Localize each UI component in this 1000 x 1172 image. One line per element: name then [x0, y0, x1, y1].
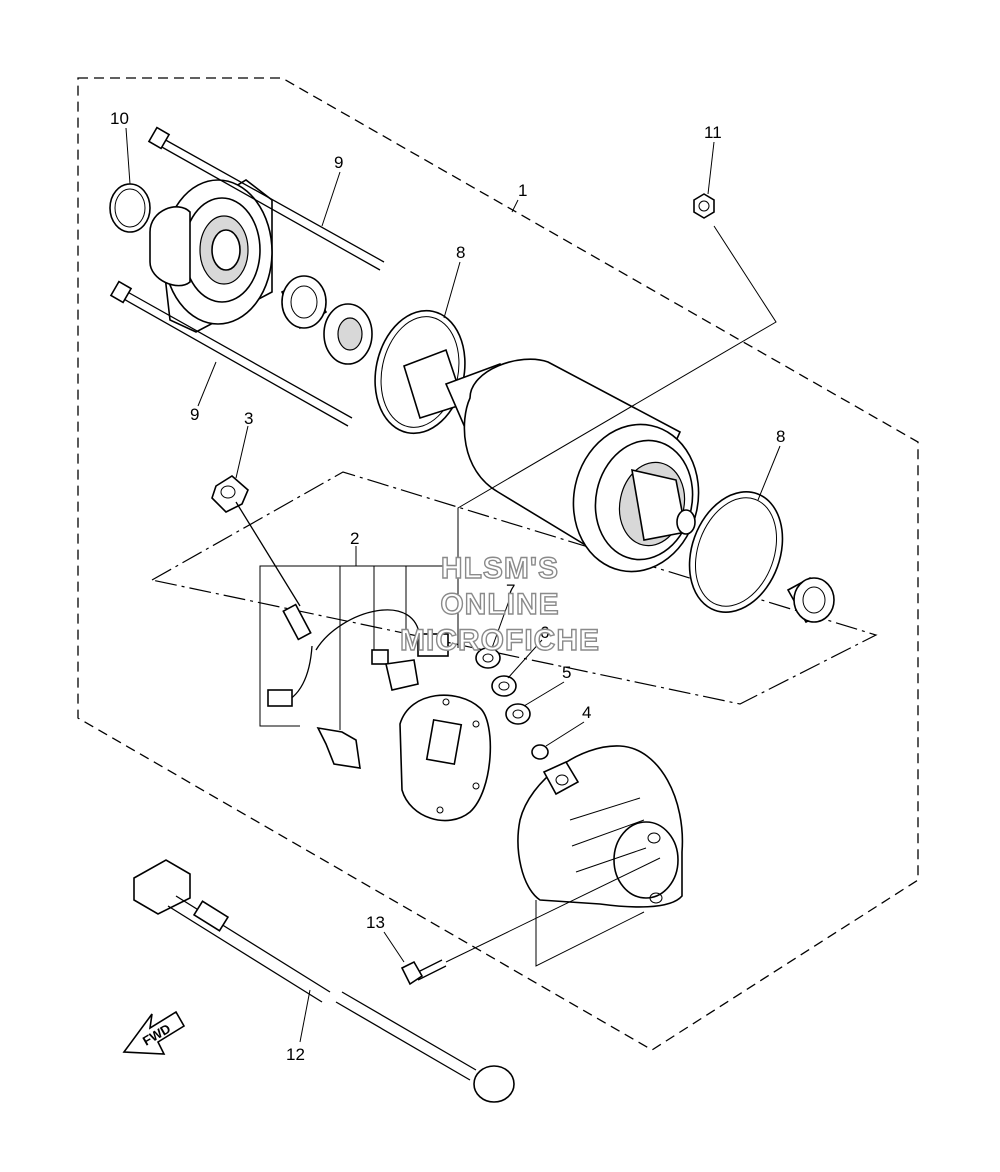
armature-yoke: [403, 348, 700, 573]
callout-1: 1: [518, 181, 527, 200]
nut-11: [693, 193, 715, 219]
leader-nut-11: [457, 225, 777, 648]
o-ring-4: [531, 744, 549, 760]
rear-cover: [517, 745, 684, 967]
watermark-line-3: MICROFICHE: [400, 624, 600, 657]
watermark: HLSM'S ONLINE MICROFICHE: [399, 551, 600, 657]
o-ring-10: [109, 183, 151, 233]
callout-9-lower: 9: [190, 405, 199, 424]
callout-12: 12: [286, 1045, 305, 1064]
callout-11: 11: [704, 123, 722, 142]
watermark-line-1: HLSM'S: [441, 552, 559, 585]
callout-6: 6: [540, 623, 549, 642]
callout-2: 2: [350, 529, 359, 548]
small-bearing: [786, 576, 835, 624]
nut-3: [211, 475, 249, 513]
bolt-13: [400, 857, 661, 986]
watermark-line-2: ONLINE: [440, 588, 559, 621]
brush-plane-outline: [150, 471, 878, 705]
brush-wiring: [235, 501, 458, 769]
o-ring-8-lower: [688, 491, 784, 613]
callout-9-upper: 9: [334, 153, 343, 172]
fwd-direction-arrow: FWD: [122, 1010, 186, 1055]
callout-13: 13: [366, 913, 385, 932]
washer-7: [475, 647, 501, 669]
leader-lines: [125, 127, 781, 1043]
callout-8-lower: 8: [776, 427, 785, 446]
callout-4: 4: [582, 703, 591, 722]
callout-8-upper: 8: [456, 243, 465, 262]
front-bracket: [149, 179, 273, 333]
through-bolt-upper: [147, 126, 385, 271]
callout-5: 5: [562, 663, 571, 682]
callout-10: 10: [110, 109, 129, 128]
washer-5: [505, 703, 531, 725]
assembly-boundary: [77, 77, 919, 1051]
washer-6: [491, 675, 517, 697]
callout-7: 7: [506, 581, 515, 600]
callout-3: 3: [244, 409, 253, 428]
through-bolt-lower: [109, 280, 353, 427]
needle-bearing: [280, 275, 328, 330]
starter-cable: [133, 859, 515, 1103]
brush-plate: [399, 694, 492, 822]
oil-seal: [323, 303, 373, 365]
